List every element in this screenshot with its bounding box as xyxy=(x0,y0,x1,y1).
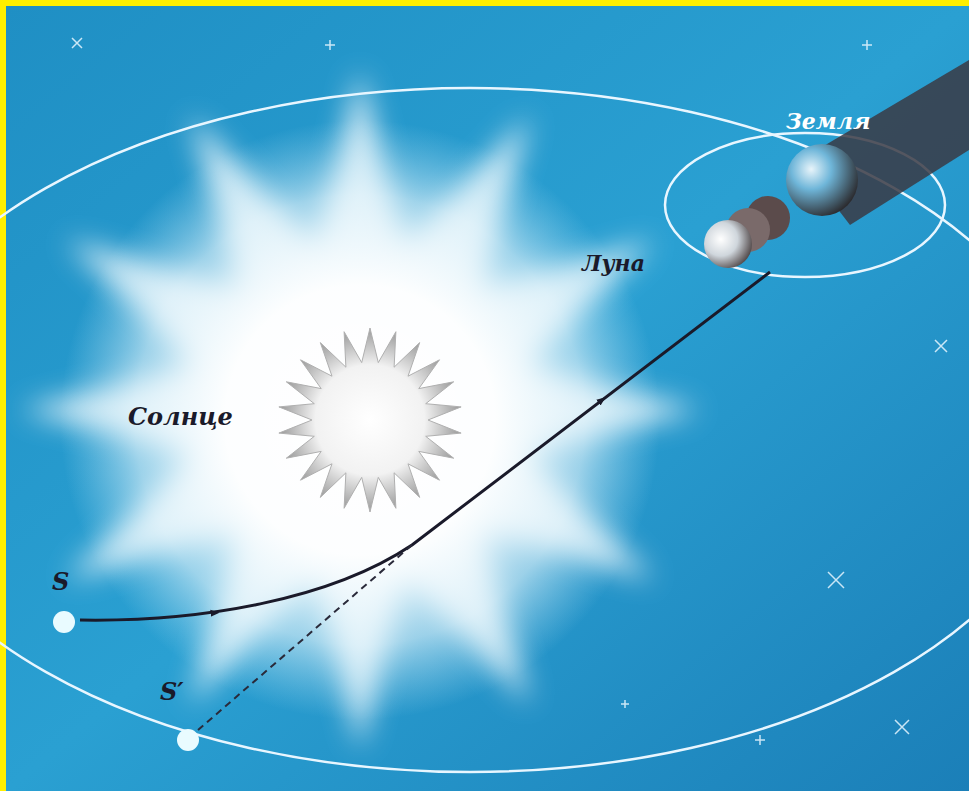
object-label: Земля xyxy=(786,110,870,132)
object-label: S xyxy=(52,570,69,594)
object-label: Солнце xyxy=(128,405,233,429)
object-label: Луна xyxy=(582,252,645,274)
object-label: S′ xyxy=(160,680,184,704)
